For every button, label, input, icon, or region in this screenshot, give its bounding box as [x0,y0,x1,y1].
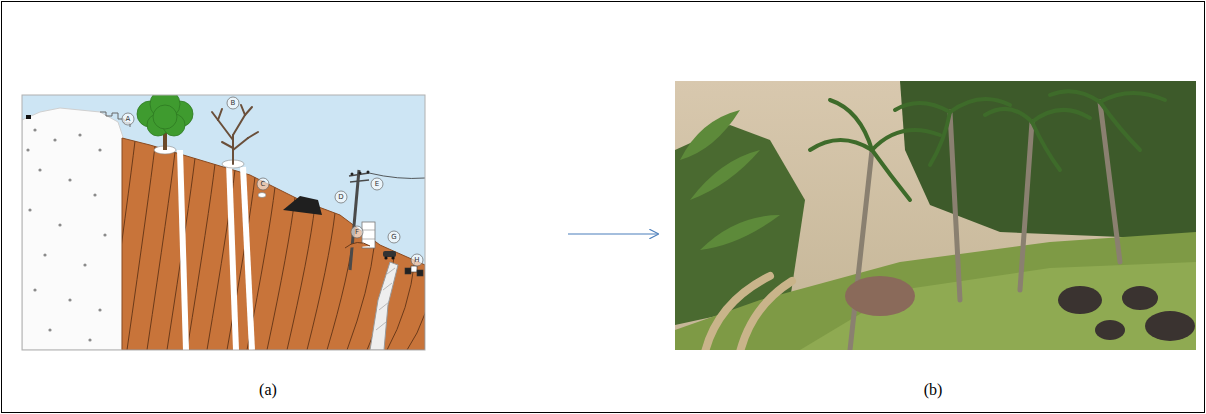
crack-hatching [376,268,395,330]
pole-insulators [351,171,370,176]
bent-strata [107,141,425,350]
callout-circles [122,97,423,266]
callout-letter: F [351,227,363,237]
dirt-track [705,276,792,350]
background-trees [900,81,1196,240]
callout-letter: A [122,114,134,124]
tilted-wall [283,196,322,215]
rock-dots [26,128,106,341]
panel-caption: (a) [248,381,288,399]
shifted-blocks [405,266,423,276]
tension-crack [370,262,398,350]
displaced-cars [383,251,396,260]
power-wire [369,173,425,178]
tilted-pole [350,170,359,270]
hazy-sky [675,81,1196,350]
tilted-tree-canopy [137,95,193,136]
displaced-post [258,193,266,198]
flow-arrow [568,233,658,234]
banana-leaves [680,110,780,250]
road-bulge [345,242,370,248]
soil-layer [122,138,425,350]
creep-illustration [22,95,425,350]
callout-letter: D [335,192,347,202]
figure-panel: (b) [658,81,1196,405]
pole-crossbars [349,173,369,182]
callout-letter: C [257,179,269,189]
sky [22,95,425,350]
root-cracks [180,150,252,350]
callout-letter: H [411,255,423,265]
callout-letter: G [388,232,400,242]
panel-caption: (b) [913,381,953,399]
hillside-photo [675,81,1196,350]
palm-fronds [810,91,1165,200]
rock-mark [26,115,31,119]
callout-letter: E [371,179,383,189]
flowering-bush [845,276,915,316]
bedrock [22,108,124,350]
boulders [1058,286,1195,341]
callout-letter: B [227,98,239,108]
panel-frame [22,95,425,350]
figure-panel: (a) [22,95,568,405]
dead-tree [212,105,258,164]
